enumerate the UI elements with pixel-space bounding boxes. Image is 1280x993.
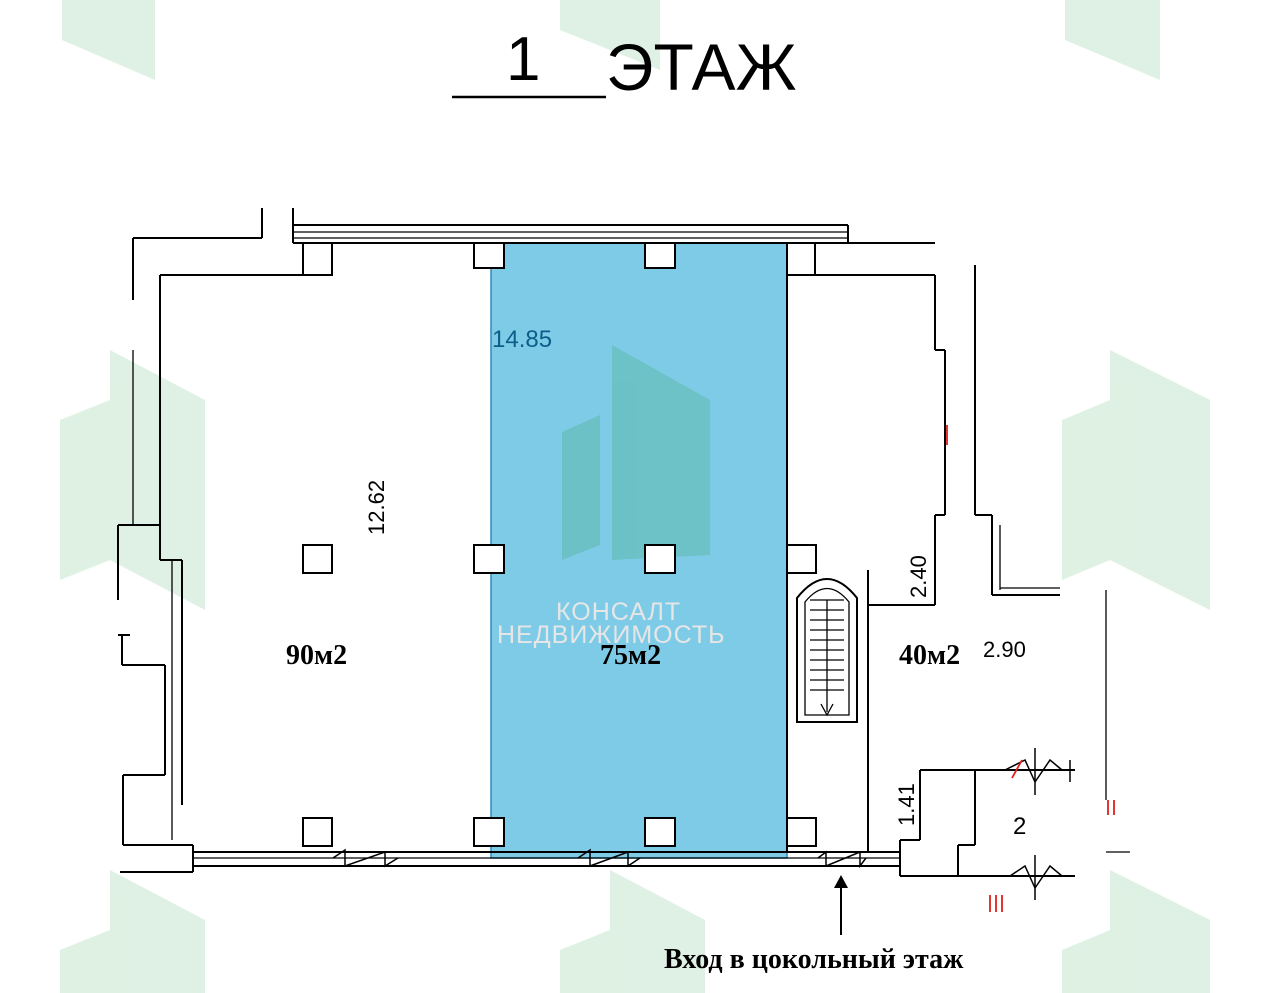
columns	[302, 242, 817, 847]
column	[473, 242, 505, 269]
floor-word: ЭТАЖ	[606, 30, 797, 104]
column	[302, 817, 333, 847]
room-area-label: 90м2	[286, 640, 347, 671]
column	[644, 242, 676, 269]
column	[473, 544, 505, 574]
column	[644, 544, 676, 574]
entrance-arrow	[834, 875, 848, 935]
floor-title: 1 ЭТАЖ	[452, 25, 797, 104]
dimension-label: 14.85	[492, 326, 552, 353]
column	[473, 817, 505, 847]
room-area-label: 75м2	[600, 640, 661, 671]
dimension-label: 12.62	[364, 480, 389, 535]
room-area-label: 40м2	[899, 640, 960, 671]
center-watermark-logo-icon	[562, 345, 710, 560]
watermark-logo-icon	[60, 0, 1210, 993]
dimension-label: 2.90	[983, 637, 1026, 662]
column	[302, 544, 333, 574]
watermark-logos	[60, 0, 1210, 993]
column	[786, 242, 816, 276]
column	[302, 242, 333, 276]
walls	[117, 208, 1130, 877]
room-number-label: 2	[1013, 813, 1026, 840]
watermark-line-1: КОНСАЛТ	[556, 598, 681, 626]
watermark-line-2: НЕДВИЖИМОСТЬ	[497, 621, 726, 649]
dimension-label: 1.41	[894, 783, 919, 826]
entrance-caption: Вход в цокольный этаж	[664, 944, 964, 975]
red-marks	[946, 425, 1115, 912]
column	[786, 544, 817, 574]
column	[644, 817, 676, 847]
column	[786, 817, 817, 847]
staircase	[796, 578, 858, 723]
floor-number: 1	[506, 25, 540, 94]
dimension-label: 2.40	[906, 555, 931, 598]
doors	[332, 748, 1071, 900]
